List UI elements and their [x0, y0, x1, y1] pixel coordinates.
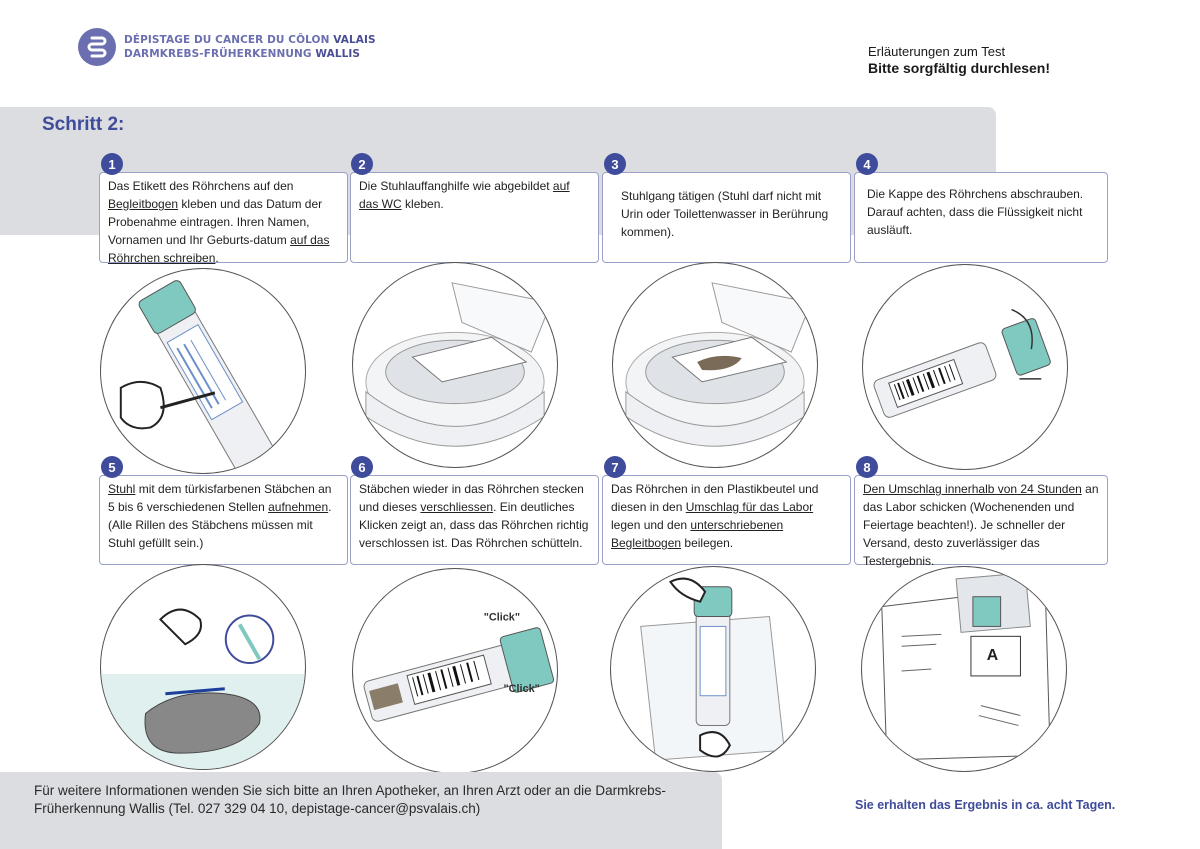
result-note: Sie erhalten das Ergebnis in ca. acht Ta… — [855, 798, 1116, 812]
header-subtitle: Erläuterungen zum Test — [868, 44, 1006, 59]
click-label-1: "Click" — [484, 611, 520, 623]
step-number-7: 7 — [604, 456, 626, 478]
step-number-6: 6 — [351, 456, 373, 478]
step-7-text-1: Umschlag für das Labor — [685, 500, 814, 514]
step-1-text-3: auf das Röhrchen schreiben — [108, 233, 330, 265]
step-7-text-3: unterschriebenen Begleitbogen — [611, 518, 784, 550]
illustration-toilet-paper — [352, 262, 558, 468]
step-8-text-1: an das Labor schicken (Wochenenden und F… — [863, 482, 1099, 568]
step-6-text-1: verschliessen — [420, 500, 494, 514]
step-title: Schritt 2: — [42, 114, 125, 135]
footer-band — [0, 772, 722, 849]
step-box-4: Die Kappe des Röhrchens abschrauben. Dar… — [854, 172, 1108, 263]
logo-line1: DÉPISTAGE DU CANCER DU CÔLON — [124, 34, 334, 46]
step-box-5: Stuhl mit dem türkisfarbenen Stäbchen an… — [99, 475, 348, 565]
step-7-text-0: Das Röhrchen in den Plastikbeutel und di… — [611, 482, 819, 514]
step-box-6: Stäbchen wieder in das Röhrchen stecken … — [350, 475, 599, 565]
step-1-text-1: Begleitbogen — [108, 197, 179, 211]
step-6-text-2: . Ein deutliches Klicken zeigt an, dass … — [359, 500, 589, 550]
logo-text: DÉPISTAGE DU CANCER DU CÔLON VALAIS DARM… — [124, 33, 376, 61]
header-right: Erläuterungen zum Test Bitte sorgfältig … — [868, 44, 1050, 76]
logo-line2-bold: WALLIS — [315, 48, 361, 60]
step-box-8: Den Umschlag innerhalb von 24 Stunden an… — [854, 475, 1108, 568]
step-number-4: 4 — [856, 153, 878, 175]
step-1-text-0: Das Etikett des Röhrchens auf den — [108, 179, 294, 193]
step-5-text-0: Stuhl — [108, 482, 136, 496]
step-7-text-4: beilegen. — [681, 536, 734, 550]
logo: DÉPISTAGE DU CANCER DU CÔLON VALAIS DARM… — [78, 28, 376, 66]
step-number-2: 2 — [351, 153, 373, 175]
logo-line2: DARMKREBS-FRÜHERKENNUNG — [124, 48, 316, 60]
intestine-icon — [78, 28, 116, 66]
step-2-text-2: kleben. — [401, 197, 444, 211]
step-3-text-0: Stuhlgang tätigen (Stuhl darf nicht mit … — [621, 189, 829, 239]
step-5-text-3: . (Alle Rillen des Stäbchens müssen mit … — [108, 500, 332, 550]
step-5-text-1: mit dem türkisfarbenen Stäbchen an 5 bis… — [108, 482, 332, 514]
illustration-label-tube — [100, 268, 306, 474]
step-1-text-2: kleben und das Datum der Probenahme eint… — [108, 197, 323, 247]
step-box-7: Das Röhrchen in den Plastikbeutel und di… — [602, 475, 851, 565]
step-number-3: 3 — [604, 153, 626, 175]
step-2-text-1: auf das WC — [359, 179, 570, 211]
step-box-2: Die Stuhlauffanghilfe wie abgebildet auf… — [350, 172, 599, 263]
step-6-text-0: Stäbchen wieder in das Röhrchen stecken … — [359, 482, 584, 514]
illustration-toilet-stool — [612, 262, 818, 468]
step-box-3: Stuhlgang tätigen (Stuhl darf nicht mit … — [602, 172, 851, 263]
step-5-text-2: aufnehmen — [268, 500, 329, 514]
step-number-1: 1 — [101, 153, 123, 175]
illustration-collect-stool — [100, 564, 306, 770]
step-8-text-0: Den Umschlag innerhalb von 24 Stunden — [863, 482, 1082, 496]
step-1-text-4: . — [215, 251, 219, 265]
logo-line1-bold: VALAIS — [333, 34, 376, 46]
envelope-letter: A — [987, 647, 999, 664]
step-box-1: Das Etikett des Röhrchens auf den Beglei… — [99, 172, 348, 265]
header-emphasis: Bitte sorgfältig durchlesen! — [868, 60, 1051, 76]
illustration-unscrew-cap — [862, 264, 1068, 470]
click-label-2: "Click" — [504, 683, 540, 695]
footer-info: Für weitere Informationen wenden Sie sic… — [34, 783, 666, 816]
illustration-envelope: A — [861, 566, 1067, 772]
step-4-text-0: Die Kappe des Röhrchens abschrauben. Dar… — [867, 187, 1084, 237]
illustration-plastic-bag — [610, 566, 816, 772]
illustration-close-tube: "Click" "Click" — [352, 568, 558, 774]
step-number-8: 8 — [856, 456, 878, 478]
step-number-5: 5 — [101, 456, 123, 478]
step-2-text-0: Die Stuhlauffanghilfe wie abgebildet — [359, 179, 553, 193]
step-7-text-2: legen und den — [611, 518, 691, 532]
